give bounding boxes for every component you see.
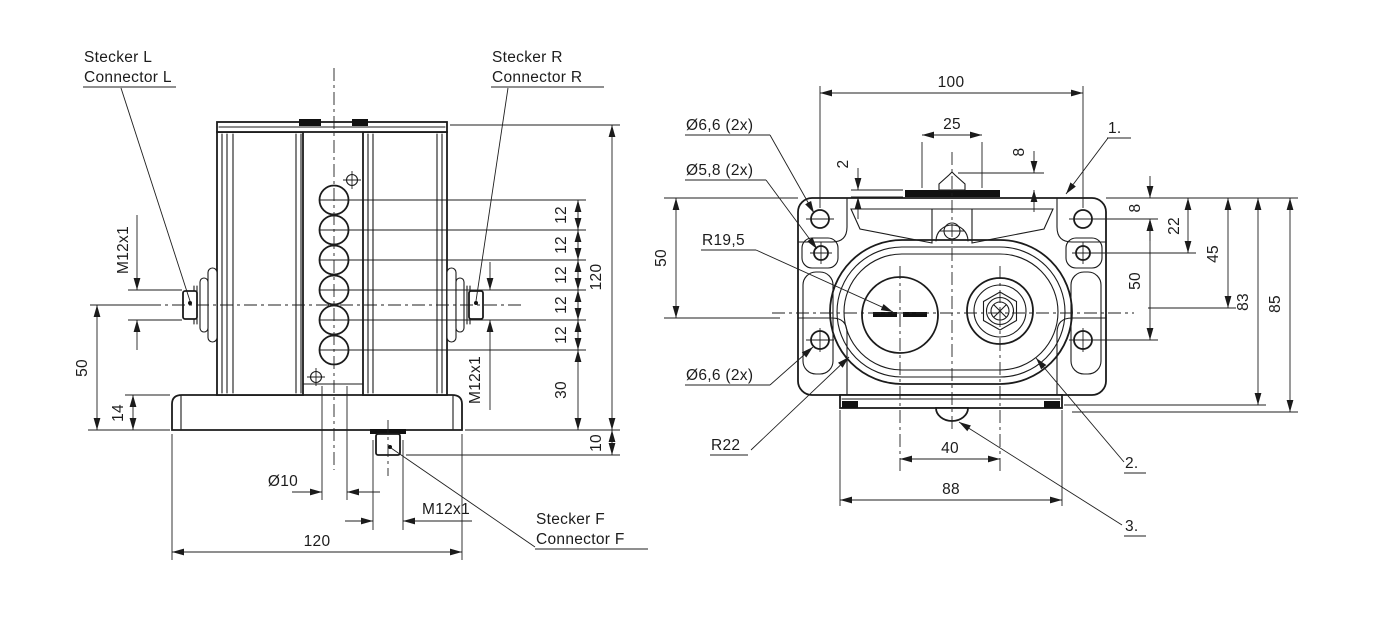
dim-8-top-label: 8 bbox=[1011, 148, 1028, 157]
leader-r22 bbox=[750, 356, 850, 451]
dim-50-left-label: 50 bbox=[653, 249, 670, 267]
callout-stecker-f-line1: Stecker F bbox=[536, 511, 605, 528]
front-view-centerlines bbox=[148, 68, 522, 476]
dim-85-label: 85 bbox=[1267, 295, 1284, 313]
leader-dia58 bbox=[765, 179, 818, 250]
connector-left-point bbox=[188, 301, 192, 305]
callout-stecker-r-line1: Stecker R bbox=[492, 49, 563, 66]
callout-note-2: 2. bbox=[1125, 455, 1139, 472]
left-roller bbox=[216, 131, 304, 396]
dim-12-label-1: 12 bbox=[553, 206, 570, 224]
leader-note-1 bbox=[1065, 137, 1109, 195]
dim-10-label: 10 bbox=[588, 434, 605, 452]
top-view-centerlines bbox=[772, 152, 1134, 474]
dim-45-label: 45 bbox=[1205, 245, 1222, 263]
gasket-strip bbox=[905, 190, 1000, 197]
dim-dia10-label: Ø10 bbox=[268, 473, 298, 490]
top-view: 100 25 2 8 8 22 50 45 83 85 50 40 88 Ø6,… bbox=[653, 74, 1298, 537]
front-view-extension-lines bbox=[88, 124, 620, 560]
bottom-flange bbox=[839, 394, 1063, 422]
callout-note-1: 1. bbox=[1108, 120, 1122, 137]
base-plate bbox=[171, 394, 463, 431]
leader-note-3 bbox=[958, 421, 1123, 526]
mounting-holes-66 bbox=[806, 209, 1097, 352]
leader-note-2 bbox=[1035, 357, 1125, 463]
dim-12-label-4: 12 bbox=[553, 296, 570, 314]
seal-ring-outer bbox=[829, 239, 1073, 385]
leader-stecker-r bbox=[475, 87, 509, 302]
top-view-extension-lines bbox=[664, 86, 1298, 506]
dim-50-right-label: 50 bbox=[1127, 272, 1144, 290]
dim-25-label: 25 bbox=[943, 116, 961, 133]
dim-2-label: 2 bbox=[835, 160, 852, 169]
callout-stecker-l-line1: Stecker L bbox=[84, 49, 152, 66]
dim-120-right-label: 120 bbox=[588, 264, 605, 291]
leader-stecker-f bbox=[390, 447, 536, 548]
top-view-callouts: Ø6,6 (2x) Ø5,8 (2x) R19,5 Ø6,6 (2x) R22 … bbox=[685, 117, 1146, 537]
callout-dia58: Ø5,8 (2x) bbox=[686, 162, 753, 179]
leader-dia66-bottom bbox=[769, 346, 814, 386]
bottom-bump bbox=[935, 407, 969, 422]
dim-12-label-3: 12 bbox=[553, 266, 570, 284]
callout-r19: R19,5 bbox=[702, 232, 745, 249]
leader-dia66-top bbox=[769, 134, 815, 214]
callout-stecker-r-line2: Connector R bbox=[492, 69, 582, 86]
connector-right-point bbox=[474, 301, 478, 305]
dim-14-label: 14 bbox=[110, 404, 127, 422]
dim-22-label: 22 bbox=[1166, 217, 1183, 235]
callout-dia66-top: Ø6,6 (2x) bbox=[686, 117, 753, 134]
front-view-geometry bbox=[171, 119, 484, 456]
dim-50-label: 50 bbox=[74, 359, 91, 377]
right-roller bbox=[362, 131, 448, 396]
top-view-dim-labels: 100 25 2 8 8 22 50 45 83 85 50 40 88 bbox=[653, 74, 1284, 498]
front-view: M12x1 50 14 Ø10 M12x1 120 12 12 12 12 12… bbox=[74, 49, 648, 560]
dim-8-right-label: 8 bbox=[1127, 204, 1144, 213]
dim-83-label: 83 bbox=[1235, 293, 1252, 311]
dim-m12-right-label: M12x1 bbox=[467, 356, 484, 404]
callout-note-3: 3. bbox=[1125, 518, 1139, 535]
dim-88-label: 88 bbox=[942, 481, 960, 498]
dim-m12-left-label: M12x1 bbox=[115, 226, 132, 274]
callout-stecker-f-line2: Connector F bbox=[536, 531, 625, 548]
callout-r22: R22 bbox=[711, 437, 740, 454]
leader-stecker-l bbox=[120, 87, 191, 302]
dim-40-label: 40 bbox=[941, 440, 959, 457]
dim-120-bottom-label: 120 bbox=[304, 533, 331, 550]
dim-30-label: 30 bbox=[553, 381, 570, 399]
small-pin-holes bbox=[307, 171, 361, 386]
front-view-callouts: Stecker L Connector L Stecker R Connecto… bbox=[83, 49, 648, 550]
leader-r19 bbox=[755, 249, 894, 313]
front-view-dimensions bbox=[93, 125, 616, 556]
dim-m12-front-label: M12x1 bbox=[422, 501, 470, 518]
dim-12-label-5: 12 bbox=[553, 326, 570, 344]
callout-dia66-bottom: Ø6,6 (2x) bbox=[686, 367, 753, 384]
dim-12-label-2: 12 bbox=[553, 236, 570, 254]
front-view-dim-labels: M12x1 50 14 Ø10 M12x1 120 12 12 12 12 12… bbox=[74, 206, 605, 550]
callout-stecker-l-line2: Connector L bbox=[84, 69, 172, 86]
top-view-dimensions bbox=[672, 89, 1294, 504]
dim-100-label: 100 bbox=[938, 74, 965, 91]
